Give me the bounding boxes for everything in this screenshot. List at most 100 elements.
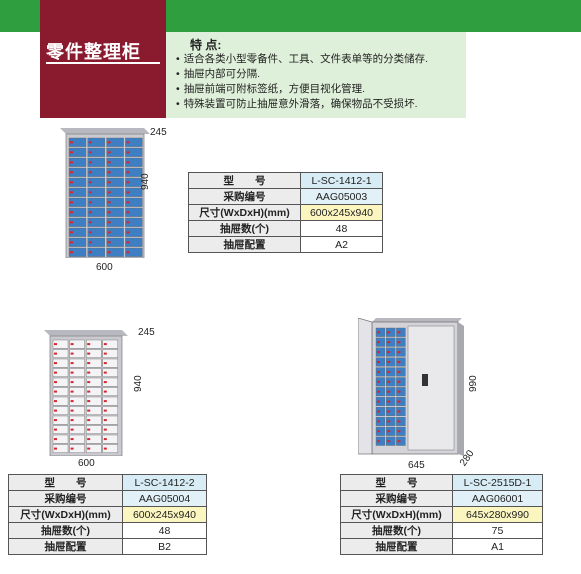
drawer-label xyxy=(54,400,57,403)
drawer-label xyxy=(70,381,74,384)
drawer-label xyxy=(88,221,92,224)
drawer xyxy=(69,349,85,358)
drawer-label xyxy=(397,370,401,373)
drawer-label xyxy=(70,141,73,144)
drawer-label xyxy=(70,251,73,254)
drawer xyxy=(375,387,386,397)
spec-key: 抽屉数(个) xyxy=(8,522,123,539)
drawer-label xyxy=(70,211,73,214)
drawer-label xyxy=(70,352,74,355)
drawer xyxy=(87,167,105,177)
drawer-label xyxy=(377,410,380,413)
drawer xyxy=(396,337,406,347)
drawer-label xyxy=(88,161,92,164)
drawer-label xyxy=(387,430,391,433)
drawer xyxy=(106,147,124,157)
drawer-label xyxy=(103,362,107,365)
drawer xyxy=(52,349,69,358)
drawer-label xyxy=(126,201,130,204)
spec-value: 645x280x990 xyxy=(452,506,543,523)
drawer xyxy=(102,387,118,396)
drawer xyxy=(68,177,87,187)
drawer-label xyxy=(103,409,107,412)
drawer-label xyxy=(387,400,391,403)
drawer-label xyxy=(70,241,73,244)
drawer xyxy=(86,349,102,358)
drawer-label xyxy=(70,161,73,164)
drawer xyxy=(125,227,143,237)
drawer-label xyxy=(107,241,111,244)
drawer-label xyxy=(377,341,380,344)
drawer-label xyxy=(126,171,130,174)
drawer-label xyxy=(88,191,92,194)
cabinet-2-width-label: 600 xyxy=(78,458,95,469)
drawer xyxy=(86,387,102,396)
spec-value: L-SC-1412-1 xyxy=(300,172,383,189)
drawer xyxy=(52,387,69,396)
drawer-label xyxy=(397,390,401,393)
drawer-label xyxy=(70,171,73,174)
drawer xyxy=(86,368,102,377)
drawer xyxy=(125,167,143,177)
cabinet-2-depth-label: 245 xyxy=(138,327,155,338)
drawer xyxy=(106,187,124,197)
drawer-label xyxy=(70,438,74,441)
drawer xyxy=(52,368,69,377)
drawer-label xyxy=(377,390,380,393)
spec-row-model: 型 号 L-SC-1412-2 xyxy=(8,474,207,491)
drawer-label xyxy=(54,438,57,441)
drawer xyxy=(375,397,386,407)
drawer xyxy=(87,247,105,257)
spec-value: 48 xyxy=(122,522,207,539)
drawer-label xyxy=(107,141,111,144)
drawer xyxy=(125,157,143,167)
features-list: 适合各类小型零备件、工具、文件表单等的分类储存. 抽屉内部可分隔. 抽屉前端可附… xyxy=(176,52,428,112)
spec-row-code: 采购编号 AAG06001 xyxy=(340,490,543,507)
drawer-label xyxy=(88,201,92,204)
drawer-label xyxy=(387,410,391,413)
drawer-label xyxy=(88,171,92,174)
drawer-label xyxy=(377,420,380,423)
drawer xyxy=(102,425,118,434)
spec-row-config: 抽屉配置 A1 xyxy=(340,538,543,555)
drawer-label xyxy=(70,409,74,412)
drawer xyxy=(68,167,87,177)
drawer-label xyxy=(377,400,380,403)
drawer-label xyxy=(397,380,401,383)
spec-key: 采购编号 xyxy=(8,490,123,507)
spec-key: 尺寸(WxDxH)(mm) xyxy=(8,506,123,523)
drawer xyxy=(396,436,406,446)
spec-key: 型 号 xyxy=(8,474,123,491)
cabinet-1-depth-label: 245 xyxy=(150,127,167,138)
drawer xyxy=(375,347,386,357)
cabinet-image-3 xyxy=(358,318,468,458)
drawer xyxy=(69,368,85,377)
drawer-label xyxy=(103,438,107,441)
drawer-label xyxy=(397,420,401,423)
drawer-label xyxy=(103,428,107,431)
drawer-label xyxy=(377,370,380,373)
drawer xyxy=(86,425,102,434)
spec-value: AAG05003 xyxy=(300,188,383,205)
drawer xyxy=(52,415,69,425)
drawer-label xyxy=(87,371,91,374)
drawer xyxy=(69,406,85,415)
drawer xyxy=(52,434,69,444)
drawer xyxy=(86,406,102,415)
drawer-label xyxy=(126,251,130,254)
drawer-label xyxy=(126,141,130,144)
drawer-label xyxy=(387,440,391,443)
drawer xyxy=(386,387,396,397)
drawer-label xyxy=(107,171,111,174)
cabinet-1-height-label: 940 xyxy=(140,173,151,190)
feature-item: 抽屉前端可附标签纸，方便目视化管理. xyxy=(176,82,428,97)
cabinet-3-height-label: 990 xyxy=(468,375,479,392)
drawer xyxy=(102,406,118,415)
drawer-label xyxy=(377,430,380,433)
features-panel: 特 点: 适合各类小型零备件、工具、文件表单等的分类储存. 抽屉内部可分隔. 抽… xyxy=(166,32,466,118)
title-underline xyxy=(46,62,160,64)
drawer xyxy=(86,377,102,387)
drawer-label xyxy=(54,428,57,431)
drawer-label xyxy=(397,331,401,334)
drawer xyxy=(375,377,386,387)
